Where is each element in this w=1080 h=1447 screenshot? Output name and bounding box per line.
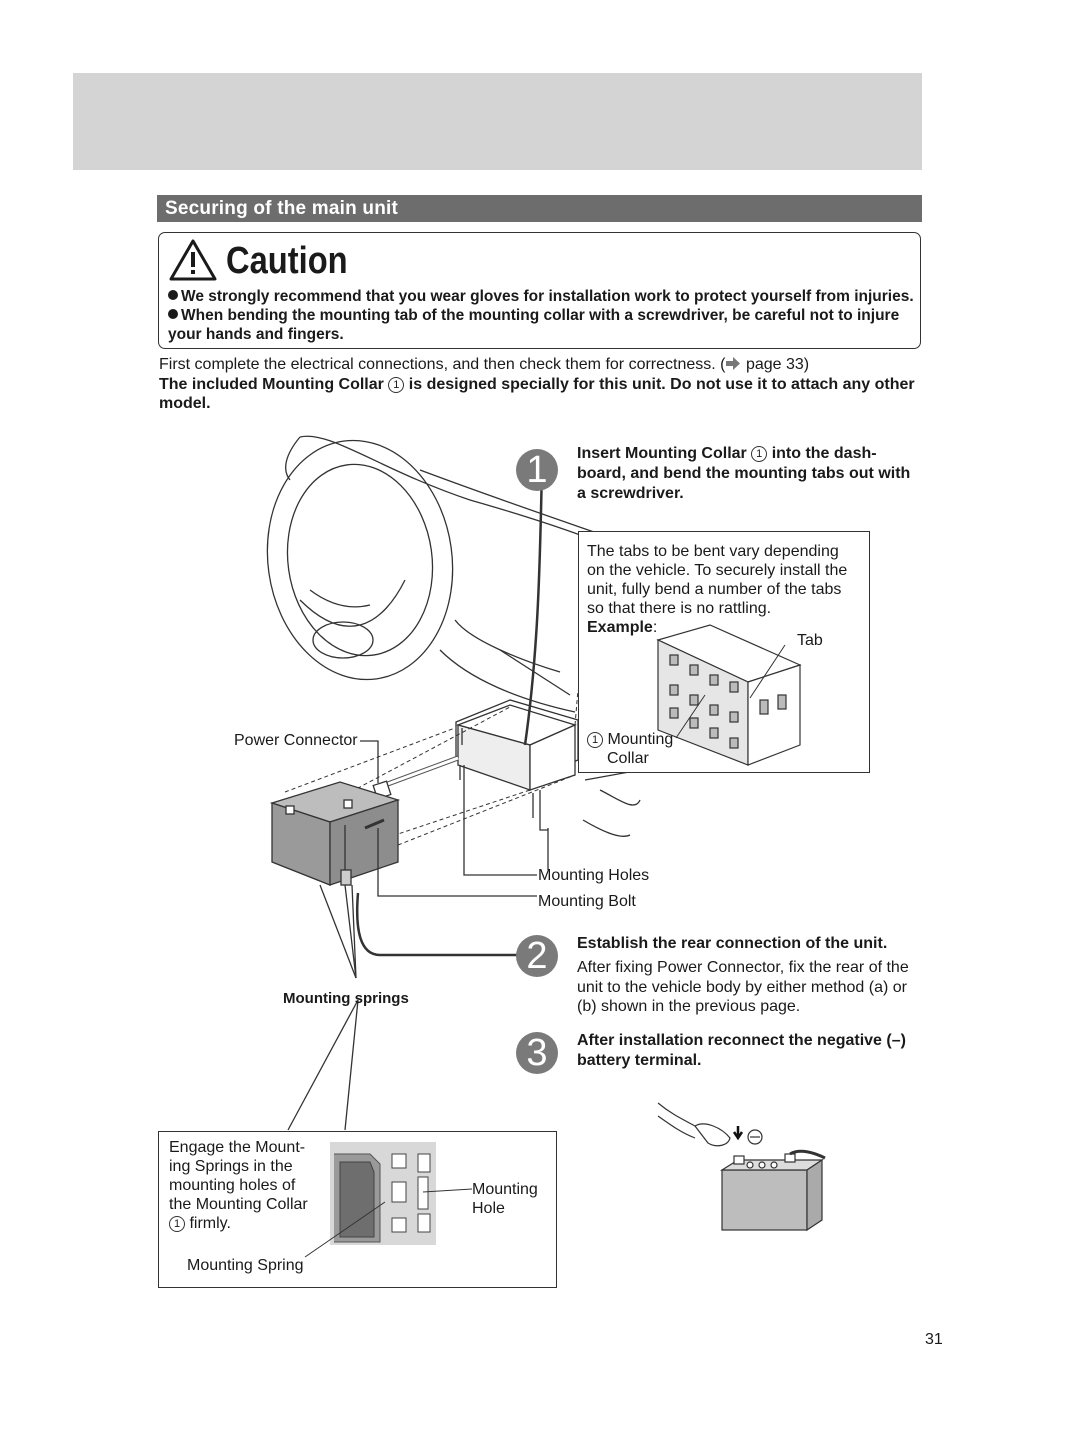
- collar-number-badge: 1: [587, 732, 603, 748]
- intro-text: First complete the electrical connection…: [159, 356, 726, 373]
- section-title: Securing of the main unit: [157, 195, 922, 222]
- collar-number-badge: 1: [169, 1216, 185, 1232]
- intro-line-2: The included Mounting Collar 1 is design…: [159, 375, 919, 413]
- step-3-text: battery terminal.: [577, 1052, 702, 1069]
- caution-bullet-text: We strongly recommend that you wear glov…: [181, 288, 914, 305]
- step-1-text: Insert Mounting Collar: [577, 445, 747, 462]
- mounting-hole-text: Mounting: [472, 1181, 538, 1198]
- example-text: so that there is no rattling.: [587, 600, 772, 617]
- mounting-hole-label: Mounting Hole: [472, 1180, 538, 1218]
- collar-number-badge: 1: [388, 377, 405, 393]
- collar-label: 1 Mounting: [587, 730, 673, 749]
- step-1-text: into the dash-: [771, 445, 877, 462]
- example-text: on the vehicle. To securely install the: [587, 562, 848, 579]
- example-label: Example: [587, 619, 653, 636]
- right-arrow-icon: [726, 357, 741, 370]
- page-number: 31: [925, 1331, 943, 1348]
- example-text: The tabs to be bent vary depending: [587, 543, 839, 560]
- bullet-icon: [168, 290, 178, 300]
- spring-detail-drawing: [304, 1142, 473, 1258]
- spring-text-line: 1 firmly.: [169, 1214, 308, 1233]
- step-2-title: Establish the rear connection of the uni…: [577, 935, 888, 952]
- step-2-number: 2: [516, 935, 558, 977]
- step-1-number: 1: [516, 449, 558, 491]
- spring-instructions: Engage the Mount- ing Springs in the mou…: [169, 1138, 308, 1233]
- caution-bullet-text: When bending the mounting tab of the mou…: [168, 307, 900, 343]
- step-3-text: After installation reconnect the negativ…: [577, 1032, 906, 1049]
- step-2-text: (b) shown in the previous page.: [577, 998, 801, 1015]
- intro-bold-text: The included Mounting Collar: [159, 376, 384, 393]
- caution-bullet: When bending the mounting tab of the mou…: [168, 306, 900, 344]
- step-2-body: After fixing Power Connector, fix the re…: [577, 958, 909, 1017]
- mounting-hole-text: Hole: [472, 1200, 505, 1217]
- example-heading: Example:: [587, 618, 657, 637]
- step-1-text: board, and bend the mounting tabs out wi…: [577, 465, 911, 482]
- example-text: unit, fully bend a number of the tabs: [587, 581, 842, 598]
- intro-bold-text: is designed specially for this unit. Do …: [159, 376, 915, 412]
- spring-text: mounting holes of: [169, 1177, 296, 1194]
- step-1-title: Insert Mounting Collar 1 into the dash- …: [577, 444, 917, 504]
- collar-label-line2: Collar: [607, 750, 649, 767]
- power-connector-label: Power Connector: [234, 732, 358, 749]
- step-3-title: After installation reconnect the negativ…: [577, 1031, 906, 1071]
- bullet-icon: [168, 309, 178, 319]
- step-2-text: unit to the vehicle body by either metho…: [577, 978, 907, 996]
- spring-text: the Mounting Collar: [169, 1196, 308, 1213]
- example-description: The tabs to be bent vary depending on th…: [587, 542, 847, 618]
- page-reference: page 33): [745, 356, 810, 373]
- caution-bullet: We strongly recommend that you wear glov…: [168, 287, 918, 306]
- step-1-text: a screwdriver.: [577, 485, 684, 502]
- example-colon: :: [652, 619, 658, 636]
- spring-text: firmly.: [189, 1215, 231, 1232]
- battery-illustration: [657, 1102, 826, 1232]
- mounting-bolt-label: Mounting Bolt: [538, 893, 636, 910]
- intro-line-1: First complete the electrical connection…: [159, 355, 929, 374]
- mounting-springs-label: Mounting springs: [283, 990, 409, 1007]
- header-band: [73, 73, 922, 170]
- mounting-holes-label: Mounting Holes: [538, 867, 650, 884]
- mounting-spring-label: Mounting Spring: [187, 1257, 304, 1274]
- collar-label-text: Mounting: [607, 731, 674, 748]
- spring-text: ing Springs in the: [169, 1158, 293, 1175]
- warning-triangle-icon: [169, 239, 217, 281]
- mounting-collar-drawing: [656, 624, 802, 766]
- spring-text: Engage the Mount-: [169, 1139, 306, 1156]
- step-3-number: 3: [516, 1032, 558, 1074]
- caution-title: Caution: [226, 240, 348, 282]
- collar-number-badge: 1: [751, 446, 768, 462]
- tab-label: Tab: [797, 632, 823, 649]
- step-2-text: After fixing Power Connector, fix the re…: [577, 959, 909, 976]
- caution-box: [158, 232, 921, 349]
